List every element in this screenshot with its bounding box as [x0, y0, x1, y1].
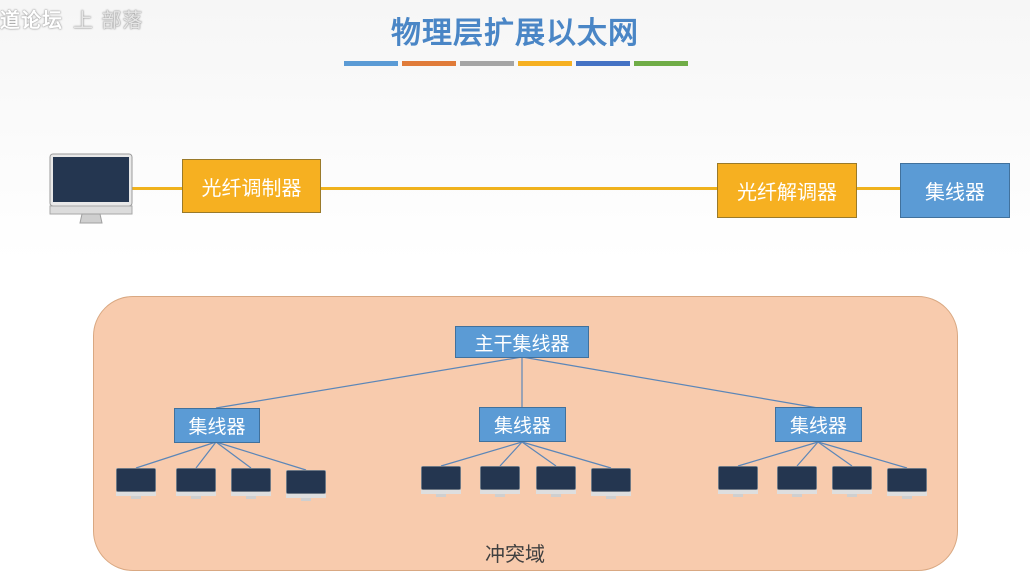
hub-right: 集线器 — [775, 407, 862, 442]
computer-icon — [591, 468, 631, 499]
accent-bar — [518, 61, 572, 66]
computer-icon — [832, 466, 872, 497]
fiber-demodulator: 光纤解调器 — [717, 163, 857, 218]
backbone-hub: 主干集线器 — [455, 326, 589, 358]
accent-bar — [460, 61, 514, 66]
computer-icon — [777, 466, 817, 497]
computer-icon — [887, 468, 927, 499]
collision-domain-label: 冲突域 — [485, 542, 545, 566]
computer-icon — [49, 153, 133, 224]
computer-icon — [286, 470, 326, 501]
watermark: 道论坛上 部落 — [0, 4, 143, 33]
watermark-text-2: 上 部落 — [73, 8, 144, 32]
computer-icon — [718, 466, 758, 497]
accent-bar — [576, 61, 630, 66]
computer-icon — [116, 468, 156, 499]
hub: 集线器 — [900, 163, 1010, 218]
accent-bar — [634, 61, 688, 66]
computer-icon — [536, 466, 576, 497]
accent-bar — [344, 61, 398, 66]
page-title: 物理层扩展以太网 — [391, 16, 639, 51]
computer-icon — [480, 466, 520, 497]
hub-center: 集线器 — [479, 407, 566, 442]
hub-left: 集线器 — [174, 408, 260, 443]
fiber-link-line — [130, 187, 900, 190]
accent-bar — [402, 61, 456, 66]
watermark-text: 道论坛 — [0, 8, 63, 32]
computer-icon — [421, 466, 461, 497]
computer-icon — [231, 468, 271, 499]
fiber-modulator: 光纤调制器 — [182, 159, 321, 213]
computer-icon — [176, 468, 216, 499]
